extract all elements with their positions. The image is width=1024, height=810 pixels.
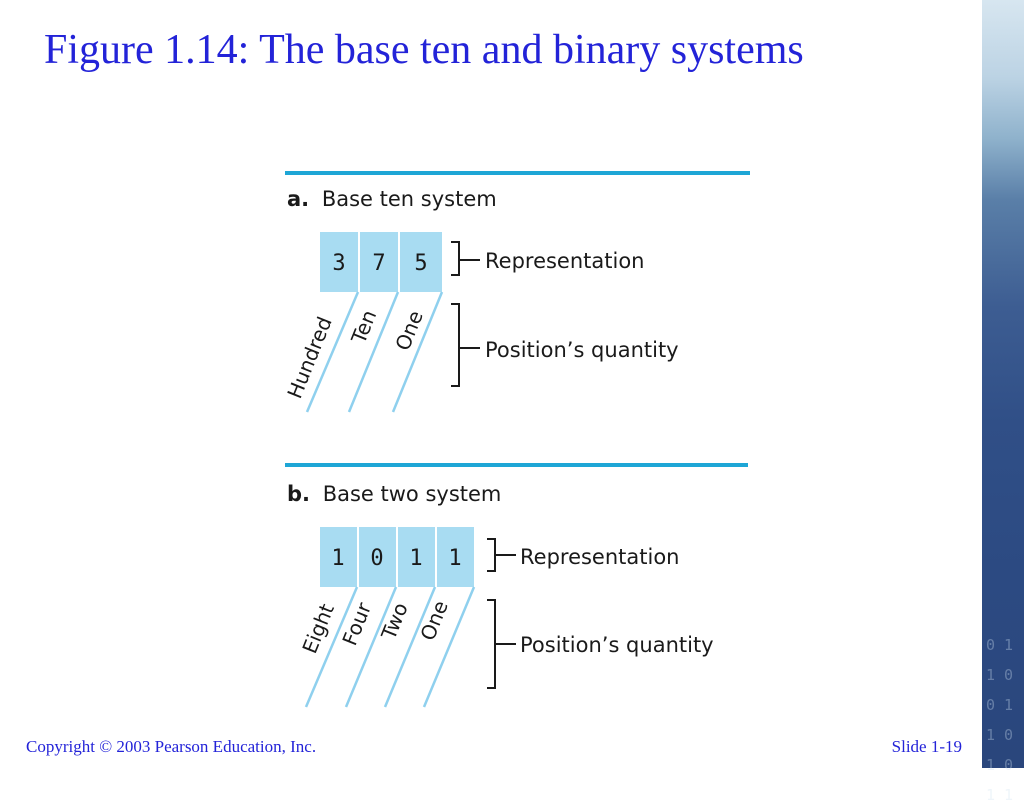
digit-value: 7 — [372, 251, 385, 276]
digit-cell — [360, 232, 398, 292]
digit-cell — [320, 232, 358, 292]
position-label: Two — [376, 599, 413, 644]
section-a-cells: 3 7 5 — [320, 232, 442, 292]
section-base-two: b. Base two system 1 0 1 1 Eight Four Tw… — [285, 463, 748, 708]
section-b-cells: 1 0 1 1 — [320, 527, 474, 587]
position-label: One — [390, 307, 428, 354]
digit-cell — [437, 527, 474, 587]
section-a-letter: a. — [287, 187, 309, 211]
section-a-heading: a. Base ten system — [287, 187, 497, 211]
quantity-bracket — [487, 599, 516, 689]
digit-value: 3 — [332, 251, 345, 276]
section-base-ten: a. Base ten system 3 7 5 Hundred Ten One… — [282, 171, 750, 413]
position-slash — [344, 586, 398, 708]
digit-cell — [359, 527, 396, 587]
number-system-diagram: a. Base ten system 3 7 5 Hundred Ten One… — [282, 171, 750, 708]
section-a-brackets — [451, 241, 480, 387]
digit-cell — [320, 527, 357, 587]
position-slash — [304, 586, 359, 708]
digit-cell — [400, 232, 442, 292]
representation-label: Representation — [520, 545, 680, 569]
section-b-heading: b. Base two system — [287, 482, 501, 506]
position-label: Eight — [297, 600, 339, 657]
digit-value: 1 — [331, 546, 344, 571]
quantity-bracket — [451, 303, 480, 387]
slide-number: Slide 1-19 — [891, 737, 962, 756]
position-slash — [383, 586, 437, 708]
quantity-label: Position’s quantity — [520, 633, 714, 657]
digit-value: 1 — [409, 546, 422, 571]
section-a-title: Base ten system — [322, 187, 497, 211]
position-slash — [305, 291, 360, 413]
section-b-title: Base two system — [323, 482, 502, 506]
position-slash — [391, 291, 444, 413]
representation-label: Representation — [485, 249, 645, 273]
position-label: Four — [337, 598, 376, 648]
digit-value: 1 — [448, 546, 461, 571]
position-slash — [422, 586, 476, 708]
section-b-brackets — [487, 538, 516, 689]
quantity-label: Position’s quantity — [485, 338, 679, 362]
position-label: One — [415, 597, 453, 644]
representation-bracket — [451, 241, 480, 276]
section-b-letter: b. — [287, 482, 310, 506]
section-a-slashes — [305, 291, 444, 413]
slide-title: Figure 1.14: The base ten and binary sys… — [44, 27, 804, 73]
representation-bracket — [487, 538, 516, 572]
copyright-notice: Copyright © 2003 Pearson Education, Inc. — [26, 737, 317, 756]
position-label: Hundred — [282, 313, 336, 402]
section-a-position-labels: Hundred Ten One — [282, 307, 428, 402]
section-b-position-labels: Eight Four Two One — [297, 597, 453, 657]
section-b-slashes — [304, 586, 476, 708]
digit-cell — [398, 527, 435, 587]
digit-value: 5 — [414, 251, 427, 276]
digit-value: 0 — [370, 546, 383, 571]
position-label: Ten — [346, 307, 381, 348]
position-slash — [347, 291, 400, 413]
